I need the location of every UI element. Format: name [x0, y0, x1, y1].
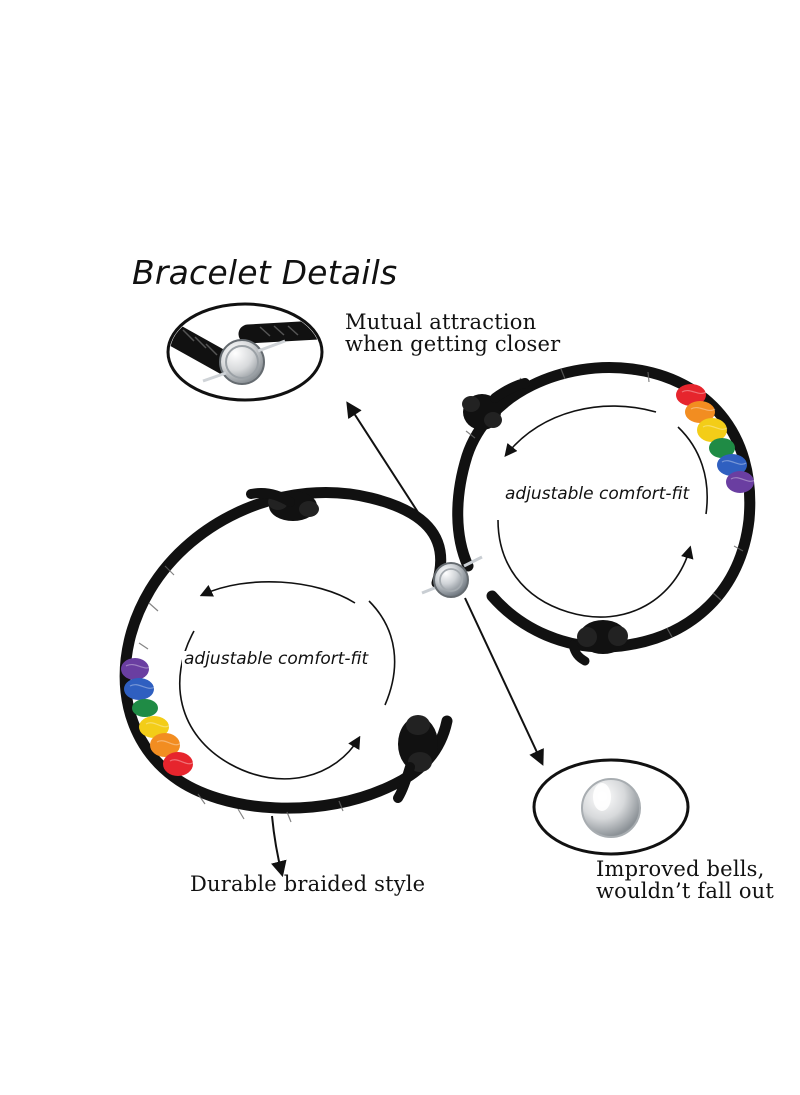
- left-bracelet: [119, 487, 453, 823]
- braid-callout: Durable braided style: [190, 872, 426, 896]
- magnet-callout: Mutual attraction when getting closer: [345, 311, 560, 355]
- arrow-to-braid-label: [271, 815, 287, 878]
- magnet-closeup-cord-right: [238, 320, 320, 344]
- right-bottom-slider-knot: [568, 620, 628, 666]
- right-adjustable-arrow-bottom: [497, 519, 694, 618]
- left-rainbow-knots: [121, 658, 195, 776]
- right-rainbow-knots: [676, 384, 756, 493]
- magnet-callout-line-1: Mutual attraction: [345, 310, 537, 334]
- bells-callout-line-1: Improved bells,: [596, 857, 765, 881]
- left-adjustable-arc-right: [368, 600, 396, 706]
- magnet-closeup: [166, 302, 324, 402]
- magnet-closeup-wire: [202, 339, 286, 383]
- bell-closeup: [532, 758, 690, 856]
- magnet-closeup-clasp-center: [225, 345, 259, 379]
- left-top-slider-knot: [246, 488, 319, 521]
- bells-callout: Improved bells, wouldn’t fall out: [596, 858, 774, 902]
- right-adjustable-arrow-top: [504, 405, 657, 457]
- left-adjustable-arrow-top: [199, 581, 356, 604]
- left-adjustable-arrow-bottom: [178, 630, 361, 780]
- right-adjustable-arc-right: [677, 426, 708, 515]
- magnet-callout-line-2: when getting closer: [345, 332, 561, 357]
- left-adjustable-arrows: [178, 581, 396, 780]
- right-top-slider-knot: [462, 378, 530, 430]
- bell-closeup-highlight: [593, 783, 611, 811]
- center-magnetic-clasp: [421, 555, 483, 598]
- left-right-slider-knot: [393, 715, 438, 803]
- bell-closeup-ball: [581, 778, 641, 838]
- arrow-to-bell-closeup: [464, 597, 544, 766]
- right-bracelet: [452, 362, 756, 666]
- bells-callout-line-2: wouldn’t fall out: [596, 879, 775, 904]
- page-title: Bracelet Details: [132, 253, 398, 292]
- right-adjustable-label: adjustable comfort-fit: [503, 484, 692, 504]
- left-adjustable-label: adjustable comfort-fit: [182, 649, 371, 669]
- right-adjustable-arrows: [497, 405, 708, 618]
